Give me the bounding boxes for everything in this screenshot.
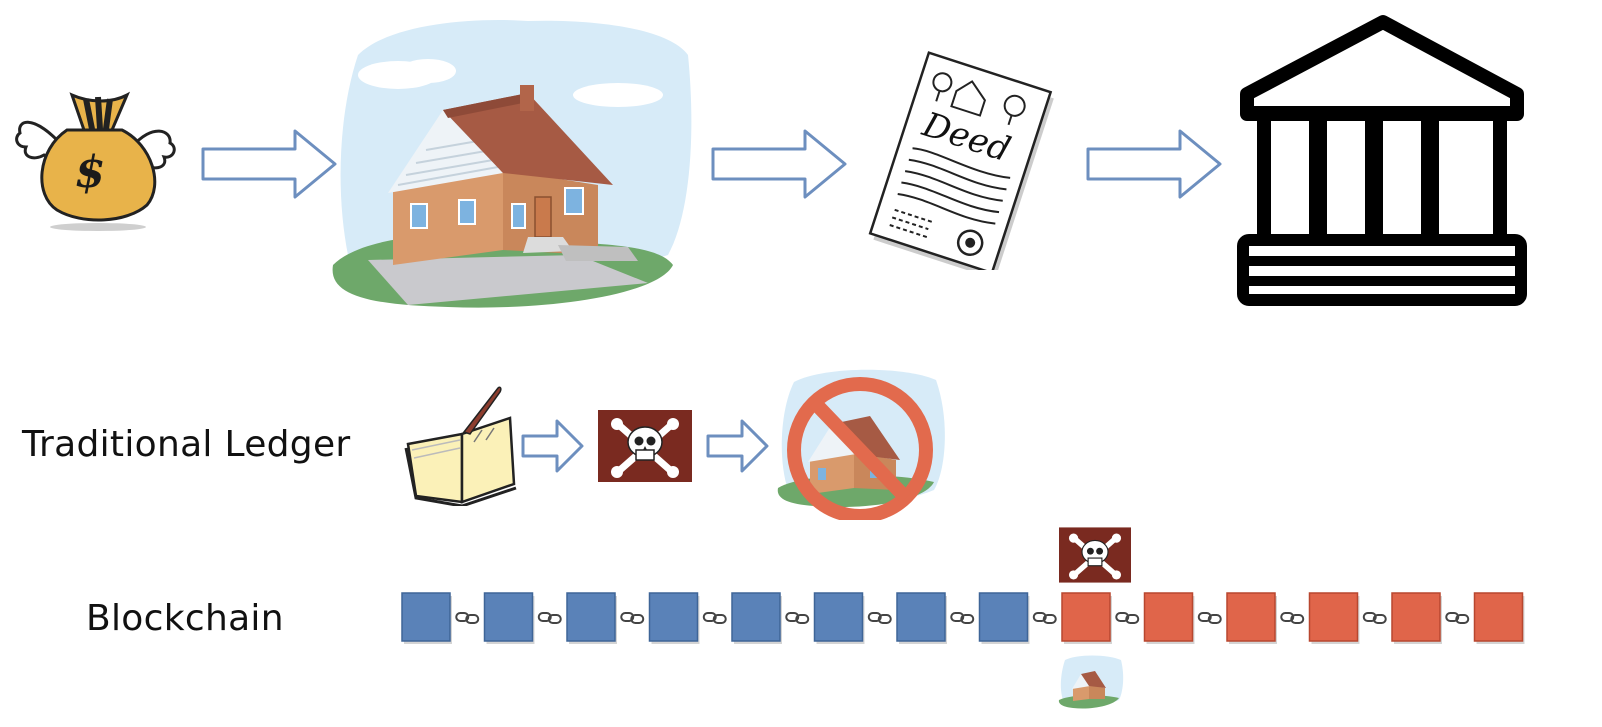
chain-link-icon bbox=[620, 612, 645, 624]
block-original bbox=[731, 592, 781, 642]
chain-link-icon bbox=[867, 612, 892, 624]
chain-link-icon bbox=[1115, 612, 1140, 624]
traditional-ledger-label: Traditional Ledger bbox=[22, 424, 351, 465]
money-bag-icon: $ bbox=[12, 85, 177, 235]
block-tampered bbox=[1061, 592, 1111, 642]
flow-arrow-1 bbox=[200, 128, 340, 200]
chain-link-icon bbox=[702, 612, 727, 624]
chain-link-icon bbox=[1280, 612, 1305, 624]
house-icon bbox=[328, 15, 696, 313]
blockchain-chain bbox=[398, 588, 1538, 648]
block-tampered bbox=[1226, 592, 1276, 642]
block-original bbox=[566, 592, 616, 642]
deed-document-icon: Deed bbox=[855, 50, 1055, 270]
chain-link-icon bbox=[537, 612, 562, 624]
block-tampered bbox=[1308, 592, 1359, 642]
chain-link-icon bbox=[1445, 612, 1470, 624]
ledger-book-icon bbox=[402, 384, 522, 506]
block-original bbox=[401, 592, 451, 642]
blockchain-label: Blockchain bbox=[86, 598, 284, 639]
chain-link-icon bbox=[1197, 612, 1222, 624]
house-prohibited-icon bbox=[774, 360, 954, 520]
block-original bbox=[648, 592, 699, 642]
block-original bbox=[483, 592, 534, 642]
chain-link-icon bbox=[950, 612, 975, 624]
ledger-arrow-1 bbox=[521, 418, 585, 474]
block-original bbox=[813, 592, 864, 642]
tamper-house-icon bbox=[1057, 652, 1127, 710]
skull-crossbones-icon bbox=[598, 410, 692, 482]
chain-link-icon bbox=[455, 612, 480, 624]
ledger-arrow-2 bbox=[706, 418, 770, 474]
flow-arrow-3 bbox=[1085, 128, 1225, 200]
block-original bbox=[896, 592, 946, 642]
block-tampered bbox=[1391, 592, 1441, 642]
block-tampered bbox=[1473, 592, 1524, 642]
chain-link-icon bbox=[785, 612, 810, 624]
flow-arrow-2 bbox=[710, 128, 850, 200]
money-bag-dollar: $ bbox=[75, 147, 106, 198]
chain-link-icon bbox=[1032, 612, 1057, 624]
block-original bbox=[978, 592, 1029, 642]
bank-icon bbox=[1235, 14, 1530, 306]
block-tampered bbox=[1143, 592, 1194, 642]
tamper-skull-icon bbox=[1059, 527, 1131, 583]
chain-link-icon bbox=[1362, 612, 1387, 624]
